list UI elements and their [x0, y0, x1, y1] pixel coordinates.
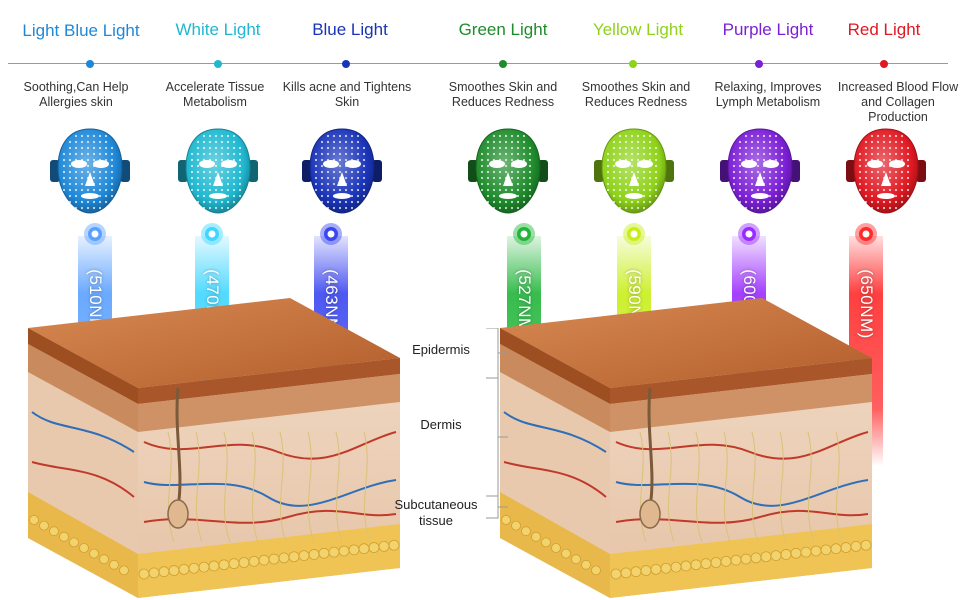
light-title-red: Red Light — [847, 20, 921, 39]
white-light-mask-icon — [178, 128, 258, 214]
light-title-blue: Blue Light — [312, 20, 388, 39]
light-description-green: Smoothes Skin and Reduces Redness — [448, 80, 558, 109]
light-description-red: Increased Blood Flow and Collagen Produc… — [837, 80, 959, 124]
layer-bracket — [486, 328, 508, 519]
light-title-yellow: Yellow Light — [592, 20, 684, 39]
light-title-white: White Light — [175, 20, 261, 39]
red-light-mask-icon — [846, 128, 926, 214]
timeline-dot-light-blue — [86, 60, 94, 68]
light-description-yellow: Smoothes Skin and Reduces Redness — [581, 80, 691, 109]
purple-light-mask-icon — [720, 128, 800, 214]
skin-cross-section-left — [28, 298, 400, 598]
layer-label-subcutaneous: Subcutaneous tissue — [394, 497, 478, 528]
light-title-green: Green Light — [458, 20, 548, 39]
wavelength-timeline — [8, 63, 948, 64]
timeline-dot-yellow — [629, 60, 637, 68]
light-blue-mask-icon — [50, 128, 130, 214]
green-light-mask-icon — [468, 128, 548, 214]
timeline-dot-blue — [342, 60, 350, 68]
timeline-dot-red — [880, 60, 888, 68]
light-description-light-blue: Soothing,Can Help Allergies skin — [23, 80, 129, 109]
timeline-dot-purple — [755, 60, 763, 68]
yellow-light-mask-icon — [594, 128, 674, 214]
light-description-white: Accelerate Tissue Metabolism — [165, 80, 265, 109]
skin-cross-section-right — [500, 298, 872, 598]
light-title-light-blue: Light Blue Light — [22, 21, 140, 40]
layer-label-epidermis: Epidermis — [412, 342, 470, 357]
blue-light-mask-icon — [302, 128, 382, 214]
timeline-dot-green — [499, 60, 507, 68]
timeline-dot-white — [214, 60, 222, 68]
light-title-purple: Purple Light — [722, 20, 814, 39]
light-description-purple: Relaxing, Improves Lymph Metabolism — [714, 80, 822, 109]
layer-label-dermis: Dermis — [420, 417, 462, 432]
light-description-blue: Kills acne and Tightens Skin — [282, 80, 412, 109]
